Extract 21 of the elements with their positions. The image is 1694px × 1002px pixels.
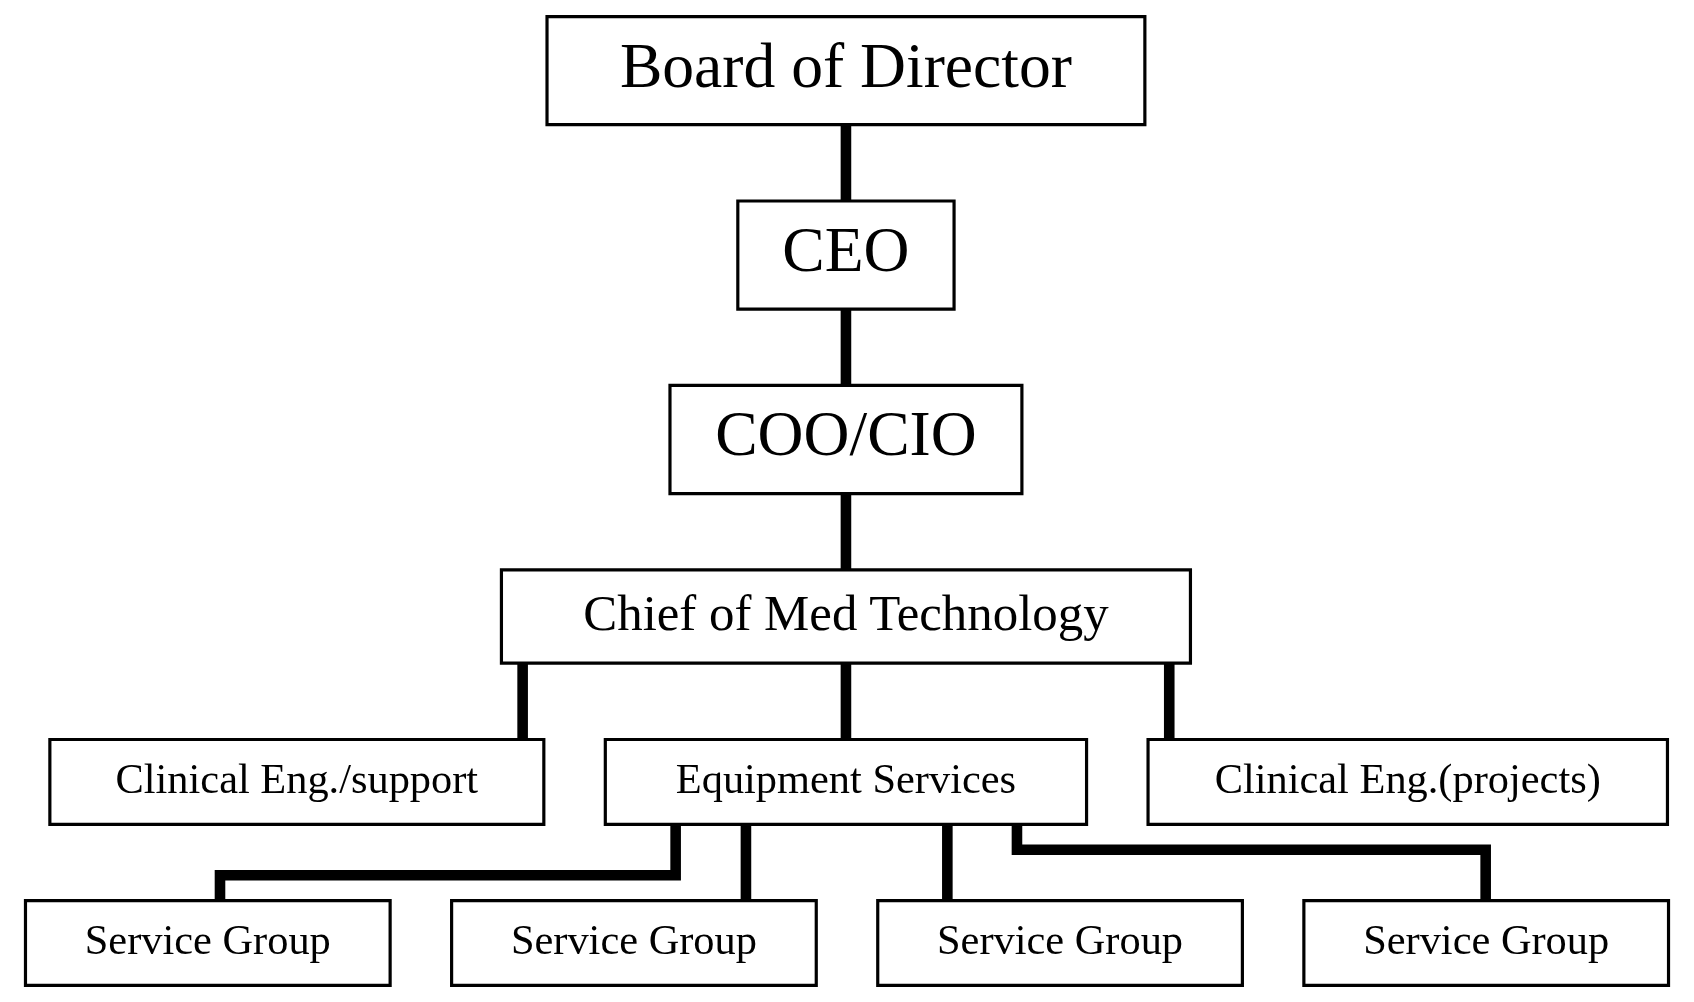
node-box: Clinical Eng.(projects) [1146, 737, 1670, 826]
node-box: Board of Director [545, 15, 1147, 127]
node-box: Service Group [23, 899, 392, 987]
node-box: COO/CIO [668, 383, 1024, 496]
node-box: Service Group [450, 899, 818, 987]
connector [840, 493, 852, 570]
connector [517, 663, 528, 740]
connector [942, 825, 953, 901]
node-box: Clinical Eng./support [48, 737, 546, 826]
node-box: Service Group [1302, 899, 1671, 987]
node-box: Service Group [876, 899, 1244, 987]
connector [840, 124, 852, 201]
node-box: CEO [736, 199, 956, 311]
connector [1011, 824, 1491, 901]
connector [214, 824, 681, 901]
connector [1163, 663, 1175, 740]
node-box: Chief of Med Technology [499, 568, 1193, 665]
connector [840, 663, 852, 740]
node-box: Equipment Services [603, 737, 1089, 826]
connector [740, 825, 752, 901]
connector [840, 309, 852, 385]
